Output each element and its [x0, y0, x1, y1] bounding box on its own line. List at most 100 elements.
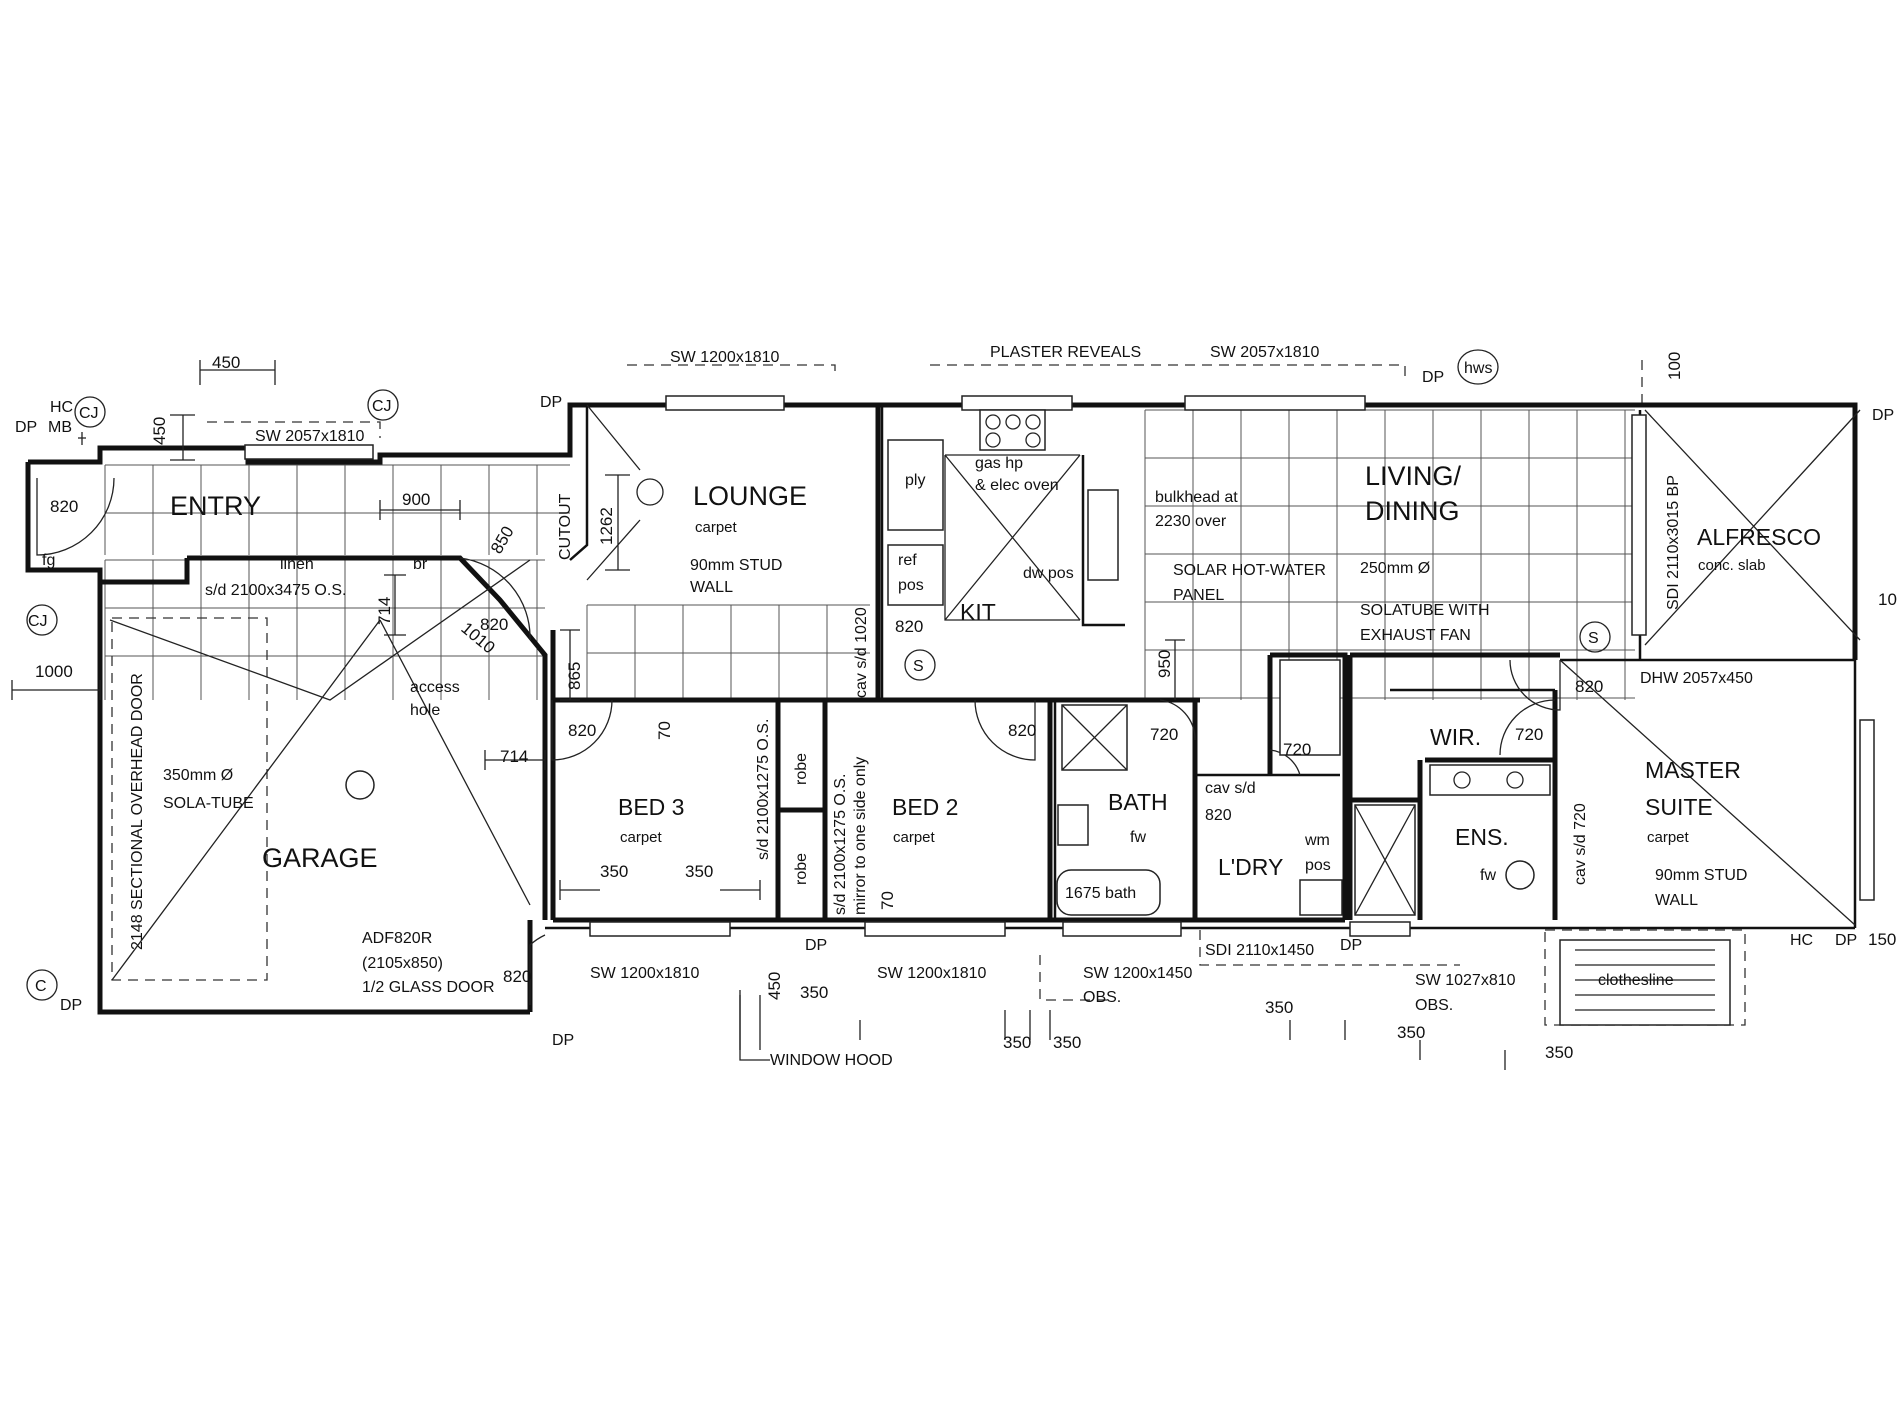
dim-350-b3a: 350	[600, 862, 628, 881]
dp-garage-2: DP	[60, 997, 82, 1014]
dim-450-bot: 450	[765, 972, 784, 1000]
mb-entry: MB	[48, 419, 72, 436]
bulkhead-2: 2230 over	[1155, 513, 1227, 530]
dim-70a: 70	[655, 721, 674, 740]
dim-1262: 1262	[597, 507, 616, 545]
br-label: br	[413, 556, 428, 573]
sdi-2110-3015: SDI 2110x3015 BP	[1665, 475, 1682, 610]
fg-label: fg	[42, 552, 55, 569]
robe-2: robe	[793, 853, 810, 885]
dim-820-adf: 820	[503, 967, 531, 986]
gas-hp-1: gas hp	[975, 455, 1023, 472]
room-ensuite: ENS.	[1455, 824, 1509, 850]
room-lounge: LOUNGE	[693, 481, 807, 511]
room-bed3: BED 3	[618, 794, 684, 820]
s-alfresco: S	[1588, 630, 1599, 647]
sd-bed3: s/d 2100x1275 O.S.	[755, 719, 772, 860]
dim-450-left: 450	[150, 417, 169, 445]
dp-alfresco: DP	[1872, 407, 1894, 424]
sd-bed2-1: s/d 2100x1275 O.S.	[832, 774, 849, 915]
room-kitchen: KIT	[960, 599, 996, 625]
dim-820-kit: 820	[895, 617, 923, 636]
s-kit: S	[913, 658, 924, 675]
annotations: SW 2057x1810 SW 1200x1810 PLASTER REVEAL…	[15, 344, 1894, 1069]
window-entry: SW 2057x1810	[255, 428, 365, 445]
bath-tub-label: 1675 bath	[1065, 885, 1136, 902]
window-hood: WINDOW HOOD	[770, 1052, 893, 1069]
robe-1: robe	[793, 753, 810, 785]
room-living-1: LIVING/	[1365, 461, 1462, 491]
wm-pos-1: wm	[1304, 832, 1330, 849]
access-hole-1: access	[410, 679, 460, 696]
room-wir: WIR.	[1430, 724, 1481, 750]
dim-820-master: 820	[1575, 677, 1603, 696]
solatube-1: 250mm Ø	[1360, 560, 1430, 577]
dim-720-bath: 720	[1150, 725, 1178, 744]
sdi-laundry: SDI 2110x1450	[1205, 942, 1314, 959]
dw-pos: dw pos	[1023, 565, 1074, 582]
dim-350-bot3: 350	[1053, 1033, 1081, 1052]
dim-70b: 70	[878, 891, 897, 910]
dim-150: 150	[1868, 930, 1896, 949]
window-living-top: SW 2057x1810	[1210, 344, 1320, 361]
dp-garage: DP	[552, 1032, 574, 1049]
lounge-floor: carpet	[695, 519, 738, 536]
dim-350-b3b: 350	[685, 862, 713, 881]
dim-820-entry: 820	[50, 497, 78, 516]
window-bed3: SW 1200x1810	[590, 965, 700, 982]
room-master-1: MASTER	[1645, 757, 1741, 783]
dp-top: DP	[1422, 369, 1444, 386]
room-entry: ENTRY	[170, 491, 261, 521]
bed2-floor: carpet	[893, 829, 936, 846]
ref-pos-1: ref	[898, 552, 917, 569]
dim-950: 950	[1155, 650, 1174, 678]
cutout-label: CUTOUT	[557, 493, 574, 560]
dhw-2057-450: DHW 2057x450	[1640, 670, 1753, 687]
solatube-2: SOLATUBE WITH	[1360, 602, 1490, 619]
room-bed2: BED 2	[892, 794, 958, 820]
cav-sd-1020: cav s/d 1020	[853, 607, 870, 698]
dim-900: 900	[402, 490, 430, 509]
window-lounge-top: SW 1200x1810	[670, 349, 780, 366]
dim-450-top: 450	[212, 353, 240, 372]
room-master-2: SUITE	[1645, 794, 1713, 820]
hc-master: HC	[1790, 932, 1813, 949]
solatube-3: EXHAUST FAN	[1360, 627, 1471, 644]
hws-label: hws	[1464, 360, 1492, 377]
sliding-door-garage: s/d 2100x3475 O.S.	[205, 582, 346, 599]
room-alfresco: ALFRESCO	[1697, 524, 1821, 550]
dim-820-bed3: 820	[568, 721, 596, 740]
hc-entry: HC	[50, 399, 73, 416]
dp-bed: DP	[805, 937, 827, 954]
dim-1000: 1000	[35, 662, 73, 681]
solar-2: PANEL	[1173, 587, 1224, 604]
dim-720-ldry: 720	[1283, 740, 1311, 759]
obs-ens: OBS.	[1415, 997, 1453, 1014]
dim-100: 100	[1665, 352, 1684, 380]
master-floor: carpet	[1647, 829, 1690, 846]
bulkhead-1: bulkhead at	[1155, 489, 1238, 506]
dimension-lines	[11, 360, 1506, 1070]
dim-350-bot6: 350	[1545, 1043, 1573, 1062]
stud-wall-2: WALL	[690, 579, 733, 596]
gas-hp-2: & elec oven	[975, 477, 1059, 494]
solar-1: SOLAR HOT-WATER	[1173, 562, 1326, 579]
plaster-reveals: PLASTER REVEALS	[990, 344, 1141, 361]
dim-720-wir: 720	[1515, 725, 1543, 744]
clothesline-label: clothesline	[1598, 972, 1674, 989]
dim-865: 865	[565, 662, 584, 690]
sola-tube-2: SOLA-TUBE	[163, 795, 254, 812]
linen-label: linen	[280, 556, 314, 573]
room-labels: ENTRY LOUNGE carpet LIVING/ DINING ALFRE…	[170, 461, 1821, 880]
ref-pos-2: pos	[898, 577, 924, 594]
dp-lounge: DP	[540, 394, 562, 411]
obs-bath: OBS.	[1083, 989, 1121, 1006]
eave-outline	[111, 360, 1746, 1026]
window-ens: SW 1027x810	[1415, 972, 1516, 989]
dim-350-bot5: 350	[1397, 1023, 1425, 1042]
dim-350-bot1: 350	[800, 983, 828, 1002]
fixtures	[26, 349, 1861, 1026]
window-bath: SW 1200x1450	[1083, 965, 1193, 982]
dim-820-gar: 820	[480, 615, 508, 634]
dim-850: 850	[487, 523, 518, 557]
